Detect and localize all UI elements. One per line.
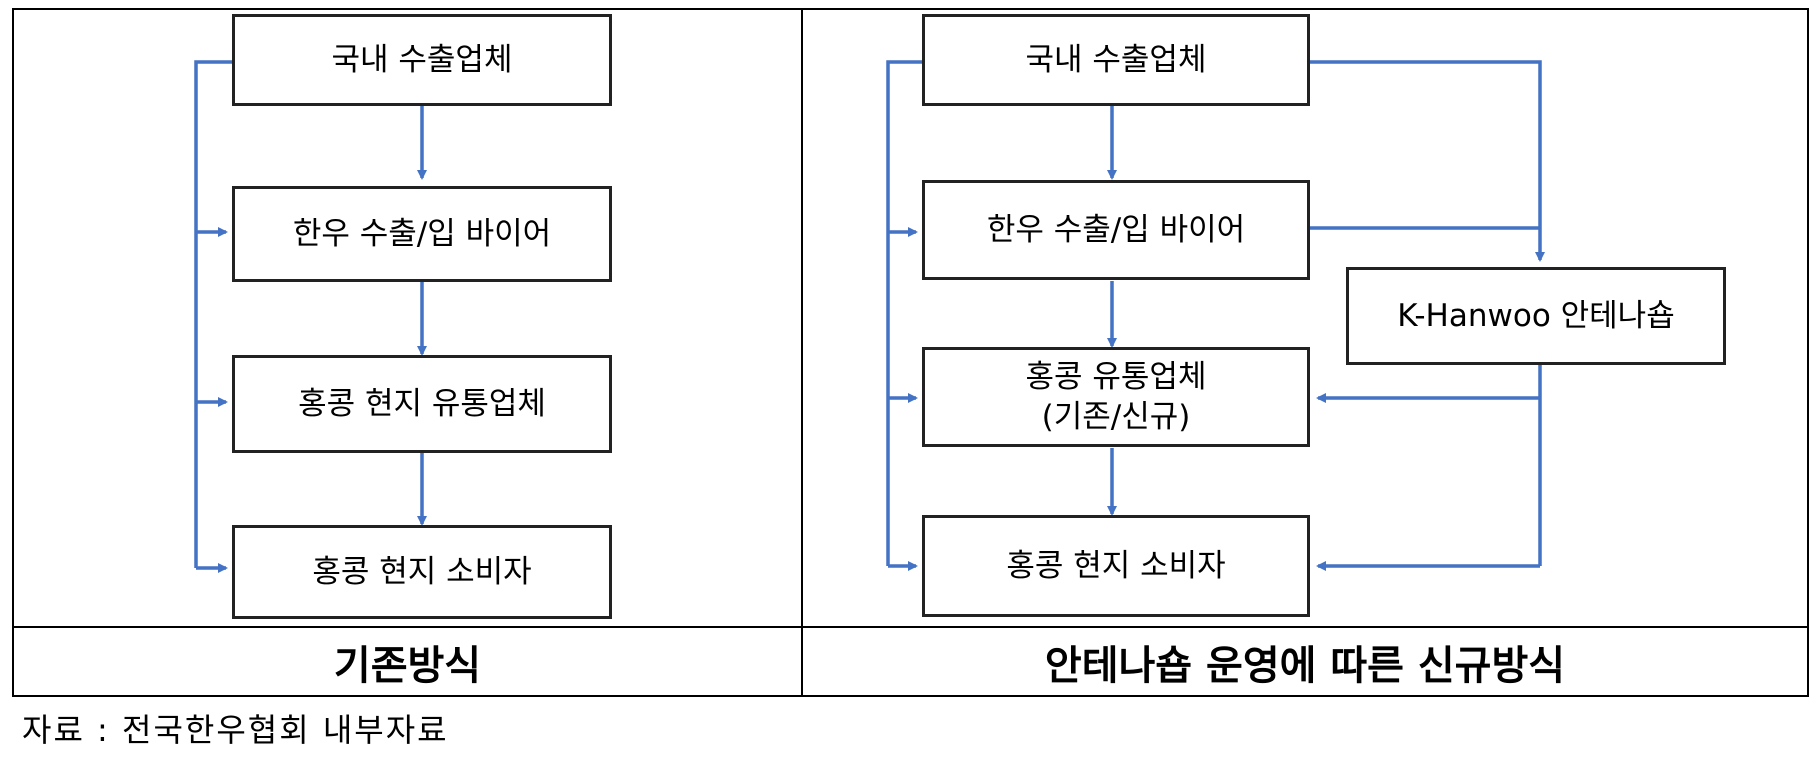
right-box-antenna-shop: K-Hanwoo 안테나숍 [1346,267,1726,365]
left-box-distributor: 홍콩 현지 유통업체 [232,355,612,453]
left-box-consumer: 홍콩 현지 소비자 [232,525,612,619]
left-caption: 기존방식 [333,642,482,689]
left-box-exporter: 국내 수출업체 [232,14,612,106]
right-caption: 안테나숍 운영에 따른 신규방식 [1044,642,1566,689]
caption-divider [12,626,1809,628]
right-box-exporter: 국내 수출업체 [922,14,1310,106]
panel-divider [801,8,803,697]
right-box-distributor: 홍콩 유통업체 (기존/신규) [922,347,1310,447]
exporter-to-antenna [1310,60,1545,262]
left-box-buyer: 한우 수출/입 바이어 [232,186,612,282]
left-bypass-line [194,60,232,568]
diagram-frame [12,8,1809,697]
right-bypass-line [886,60,922,566]
source-note: 자료 : 전국한우협회 내부자료 [22,711,449,749]
right-box-buyer: 한우 수출/입 바이어 [922,180,1310,280]
right-box-consumer: 홍콩 현지 소비자 [922,515,1310,617]
